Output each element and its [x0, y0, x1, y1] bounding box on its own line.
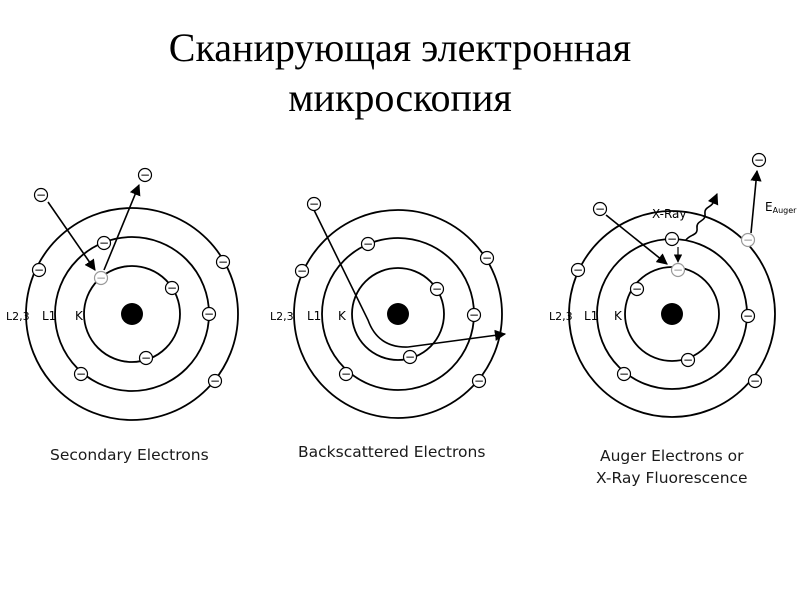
shell-l23: [293, 209, 503, 419]
shell-label-l1: L1: [307, 309, 321, 323]
auger-electron-path: [750, 169, 762, 234]
svg-text:−: −: [363, 237, 373, 251]
svg-text:−: −: [96, 271, 106, 285]
ejected-electron: −: [137, 167, 153, 183]
shell-electrons: − − − − − − − −: [31, 235, 231, 389]
panel-auger: L2,3 L1 K X-Ray EAuger − − −: [549, 152, 797, 487]
shell-label-l23: L2,3: [6, 310, 30, 323]
svg-text:−: −: [673, 263, 683, 277]
svg-text:−: −: [297, 264, 307, 278]
shell-electrons: − − − − − − − −: [294, 236, 495, 389]
svg-text:−: −: [573, 263, 583, 277]
svg-text:−: −: [140, 168, 150, 182]
svg-text:−: −: [309, 197, 319, 211]
shell-label-k: K: [75, 309, 84, 323]
svg-text:−: −: [167, 281, 177, 295]
caption-auger-line1: Auger Electrons or: [600, 447, 744, 465]
shell-k: [351, 267, 445, 361]
vacancy-electron-l: −: [740, 232, 756, 248]
vacancy-electron-k: −: [670, 262, 686, 278]
svg-text:−: −: [667, 232, 677, 246]
xray-photon-wave: [685, 192, 719, 241]
svg-text:−: −: [595, 202, 605, 216]
slide-title-line-2: микроскопия: [288, 75, 512, 120]
shell-label-l1: L1: [584, 309, 598, 323]
caption-backscattered: Backscattered Electrons: [298, 443, 485, 461]
svg-text:−: −: [341, 367, 351, 381]
auger-electron: −: [751, 152, 767, 168]
auger-energy-label: EAuger: [765, 200, 797, 215]
svg-text:−: −: [469, 308, 479, 322]
svg-text:−: −: [218, 255, 228, 269]
svg-text:−: −: [432, 282, 442, 296]
shell-l23: [568, 210, 776, 418]
svg-text:−: −: [99, 236, 109, 250]
xray-label: X-Ray: [652, 207, 686, 221]
nucleus: [121, 303, 143, 325]
incident-electron-path: [605, 214, 668, 265]
svg-text:−: −: [141, 351, 151, 365]
shell-label-l1: L1: [42, 309, 56, 323]
shell-label-l23: L2,3: [549, 310, 573, 323]
incident-electron: −: [33, 187, 49, 203]
svg-text:−: −: [632, 282, 642, 296]
secondary-electron-path: [103, 183, 141, 271]
svg-text:−: −: [754, 153, 764, 167]
svg-text:−: −: [34, 263, 44, 277]
shell-k: [83, 265, 181, 363]
svg-text:−: −: [405, 350, 415, 364]
svg-text:−: −: [750, 374, 760, 388]
svg-text:−: −: [683, 353, 693, 367]
incident-electron: −: [592, 201, 608, 217]
svg-text:−: −: [482, 251, 492, 265]
caption-auger-line2: X-Ray Fluorescence: [596, 469, 748, 487]
svg-text:−: −: [36, 188, 46, 202]
vacancy-electron: −: [93, 270, 109, 286]
slide-title-line-1: Сканирующая электронная: [168, 25, 632, 70]
shell-l23: [25, 207, 239, 421]
panel-secondary: L2,3 L1 K − − − − − − − −: [6, 167, 239, 464]
shell-label-l23: L2,3: [270, 310, 294, 323]
shell-label-k: K: [614, 309, 623, 323]
caption-secondary: Secondary Electrons: [50, 446, 209, 464]
svg-text:−: −: [204, 307, 214, 321]
svg-text:−: −: [474, 374, 484, 388]
svg-text:−: −: [743, 233, 753, 247]
shell-electrons: − − − − − − −: [570, 231, 763, 389]
incident-electron-path: [47, 201, 96, 271]
svg-text:−: −: [743, 309, 753, 323]
panel-backscattered: L2,3 L1 K − − − − − − − − − Backscattere…: [270, 196, 507, 461]
nucleus: [661, 303, 683, 325]
svg-text:−: −: [76, 367, 86, 381]
nucleus: [387, 303, 409, 325]
svg-text:−: −: [619, 367, 629, 381]
backscatter-path: [313, 209, 507, 348]
incident-electron: −: [306, 196, 322, 212]
shell-label-k: K: [338, 309, 347, 323]
svg-text:−: −: [210, 374, 220, 388]
